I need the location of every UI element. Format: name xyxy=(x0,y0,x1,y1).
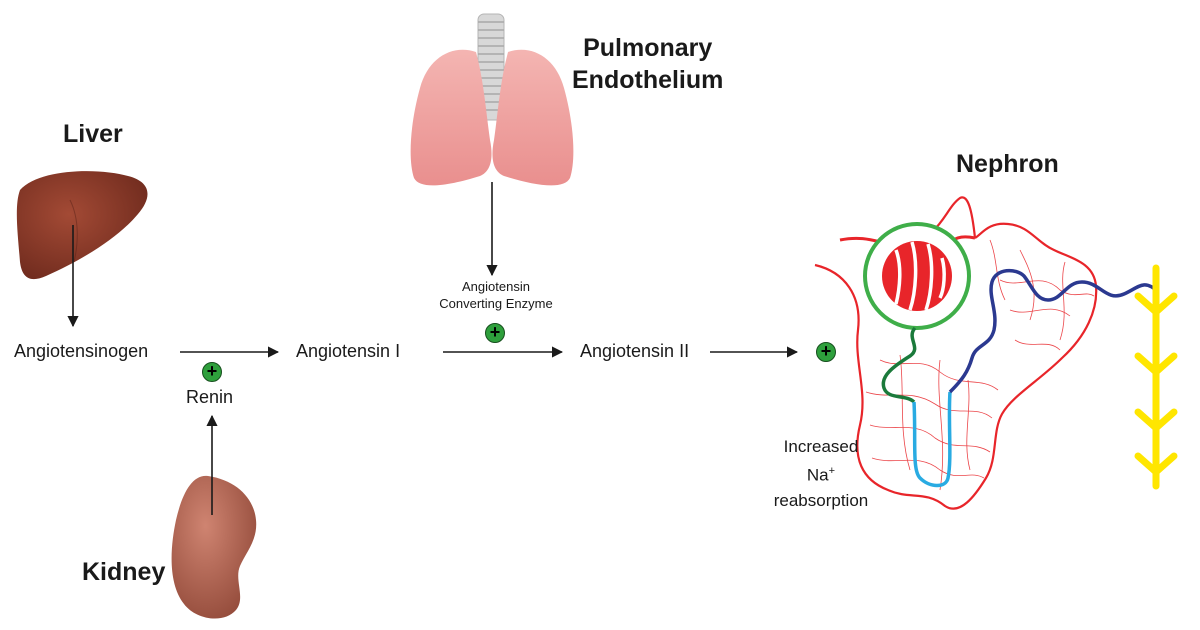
renin-label: Renin xyxy=(186,387,234,407)
increased-na-reabsorption-label: Increased Na+ reabsorption xyxy=(756,434,886,513)
flow-arrows xyxy=(67,182,799,515)
capillary-network xyxy=(814,196,1098,510)
loop-of-henle xyxy=(912,391,952,488)
collecting-duct xyxy=(1134,264,1178,490)
angiotensin-1-label: Angiotensin I xyxy=(296,341,401,361)
kidney-label: Kidney xyxy=(82,558,166,586)
lungs-illustration xyxy=(410,13,574,186)
nephron-label: Nephron xyxy=(956,150,1059,178)
proximal-tubule xyxy=(881,326,917,404)
pulmonary-label-line2: Endothelium xyxy=(572,66,724,94)
distal-tubule xyxy=(948,268,1160,394)
angiotensin-2-label: Angiotensin II xyxy=(580,341,690,361)
ace-label-line2: Converting Enzyme xyxy=(439,296,553,311)
effect-line3: reabsorption xyxy=(773,490,869,510)
nephron-stimulate-icon: + xyxy=(816,342,836,362)
effect-line1: Increased xyxy=(783,437,859,456)
glomerulus xyxy=(882,241,952,311)
pulmonary-endothelium-label: Pulmonary Endothelium xyxy=(572,32,723,96)
sodium-charge: + xyxy=(828,465,836,477)
ace-stimulate-icon: + xyxy=(485,323,505,343)
renin-stimulate-icon: + xyxy=(202,362,222,382)
ace-label: Angiotensin Converting Enzyme xyxy=(430,278,562,312)
ace-label-line1: Angiotensin xyxy=(462,279,530,294)
trachea xyxy=(477,13,505,121)
angiotensinogen-label: Angiotensinogen xyxy=(14,341,149,361)
kidney-illustration xyxy=(171,475,257,619)
nephron-illustration xyxy=(814,196,1178,510)
effect-line2: Na+ xyxy=(756,459,886,488)
liver-label: Liver xyxy=(63,120,123,148)
pulmonary-label-line1: Pulmonary xyxy=(583,34,713,62)
liver-illustration xyxy=(16,171,148,280)
sodium-symbol: Na xyxy=(806,465,829,485)
